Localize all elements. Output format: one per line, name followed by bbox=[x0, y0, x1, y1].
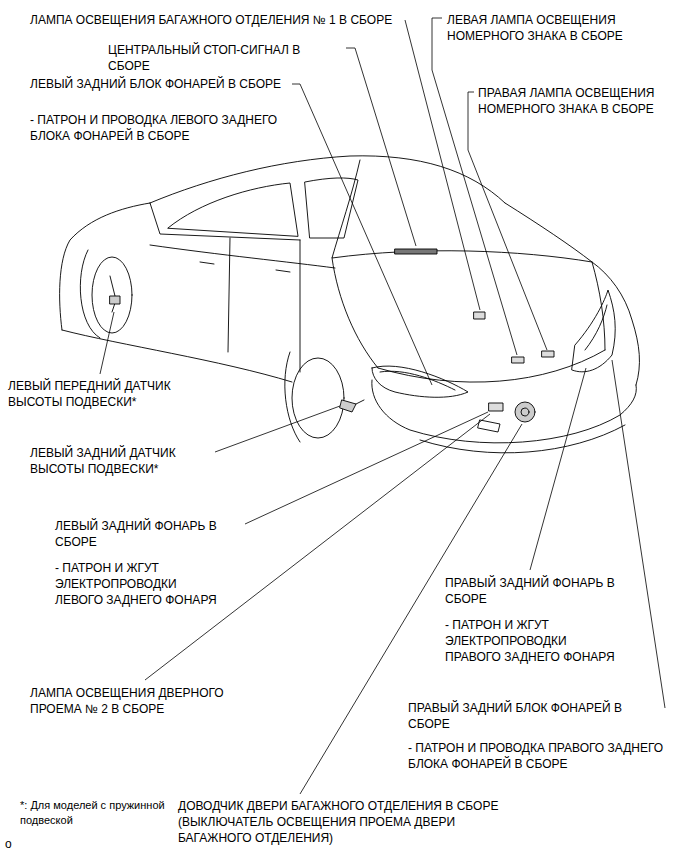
part-label: ЛАМПА ОСВЕЩЕНИЯ ДВЕРНОГО ПРОЕМА № 2 В СБ… bbox=[30, 685, 245, 717]
part-label: ЛЕВЫЙ ПЕРЕДНИЙ ДАТЧИК ВЫСОТЫ ПОДВЕСКИ* bbox=[8, 378, 218, 410]
sub-part-label: - ПАТРОН И ПРОВОДКА ПРАВОГО ЗАДНЕГО БЛОК… bbox=[408, 740, 680, 772]
part-label: ЛЕВАЯ ЛАМПА ОСВЕЩЕНИЯ НОМЕРНОГО ЗНАКА В … bbox=[447, 12, 637, 44]
footnote: *: Для моделей с пружинной подвеской bbox=[20, 798, 170, 828]
part-label: ЛЕВЫЙ ЗАДНИЙ БЛОК ФОНАРЕЙ В СБОРЕ bbox=[30, 76, 285, 92]
part-label: ПРАВАЯ ЛАМПА ОСВЕЩЕНИЯ НОМЕРНОГО ЗНАКА В… bbox=[478, 85, 668, 117]
part-label: ЛЕВЫЙ ЗАДНИЙ ДАТЧИК ВЫСОТЫ ПОДВЕСКИ* bbox=[30, 445, 210, 477]
part-label: ДОВОДЧИК ДВЕРИ БАГАЖНОГО ОТДЕЛЕНИЯ В СБО… bbox=[178, 798, 518, 846]
sub-part-label: - ПАТРОН И ЖГУТ ЭЛЕКТРОПРОВОДКИ ЛЕВОГО З… bbox=[55, 560, 223, 608]
sub-part-label: - ПАТРОН И ЖГУТ ЭЛЕКТРОПРОВОДКИ ПРАВОГО … bbox=[445, 617, 617, 665]
part-label: ЛЕВЫЙ ЗАДНИЙ ФОНАРЬ В СБОРЕ bbox=[55, 518, 245, 550]
part-label: ПРАВЫЙ ЗАДНИЙ БЛОК ФОНАРЕЙ В СБОРЕ bbox=[408, 700, 660, 732]
part-label: ЛАМПА ОСВЕЩЕНИЯ БАГАЖНОГО ОТДЕЛЕНИЯ № 1 … bbox=[30, 12, 410, 28]
part-label: ПРАВЫЙ ЗАДНИЙ ФОНАРЬ В СБОРЕ bbox=[445, 575, 625, 607]
figure-code: o bbox=[5, 836, 25, 852]
sub-part-label: - ПАТРОН И ПРОВОДКА ЛЕВОГО ЗАДНЕГО БЛОКА… bbox=[30, 112, 285, 144]
part-label: ЦЕНТРАЛЬНЫЙ СТОП-СИГНАЛ В СБОРЕ bbox=[108, 42, 340, 74]
